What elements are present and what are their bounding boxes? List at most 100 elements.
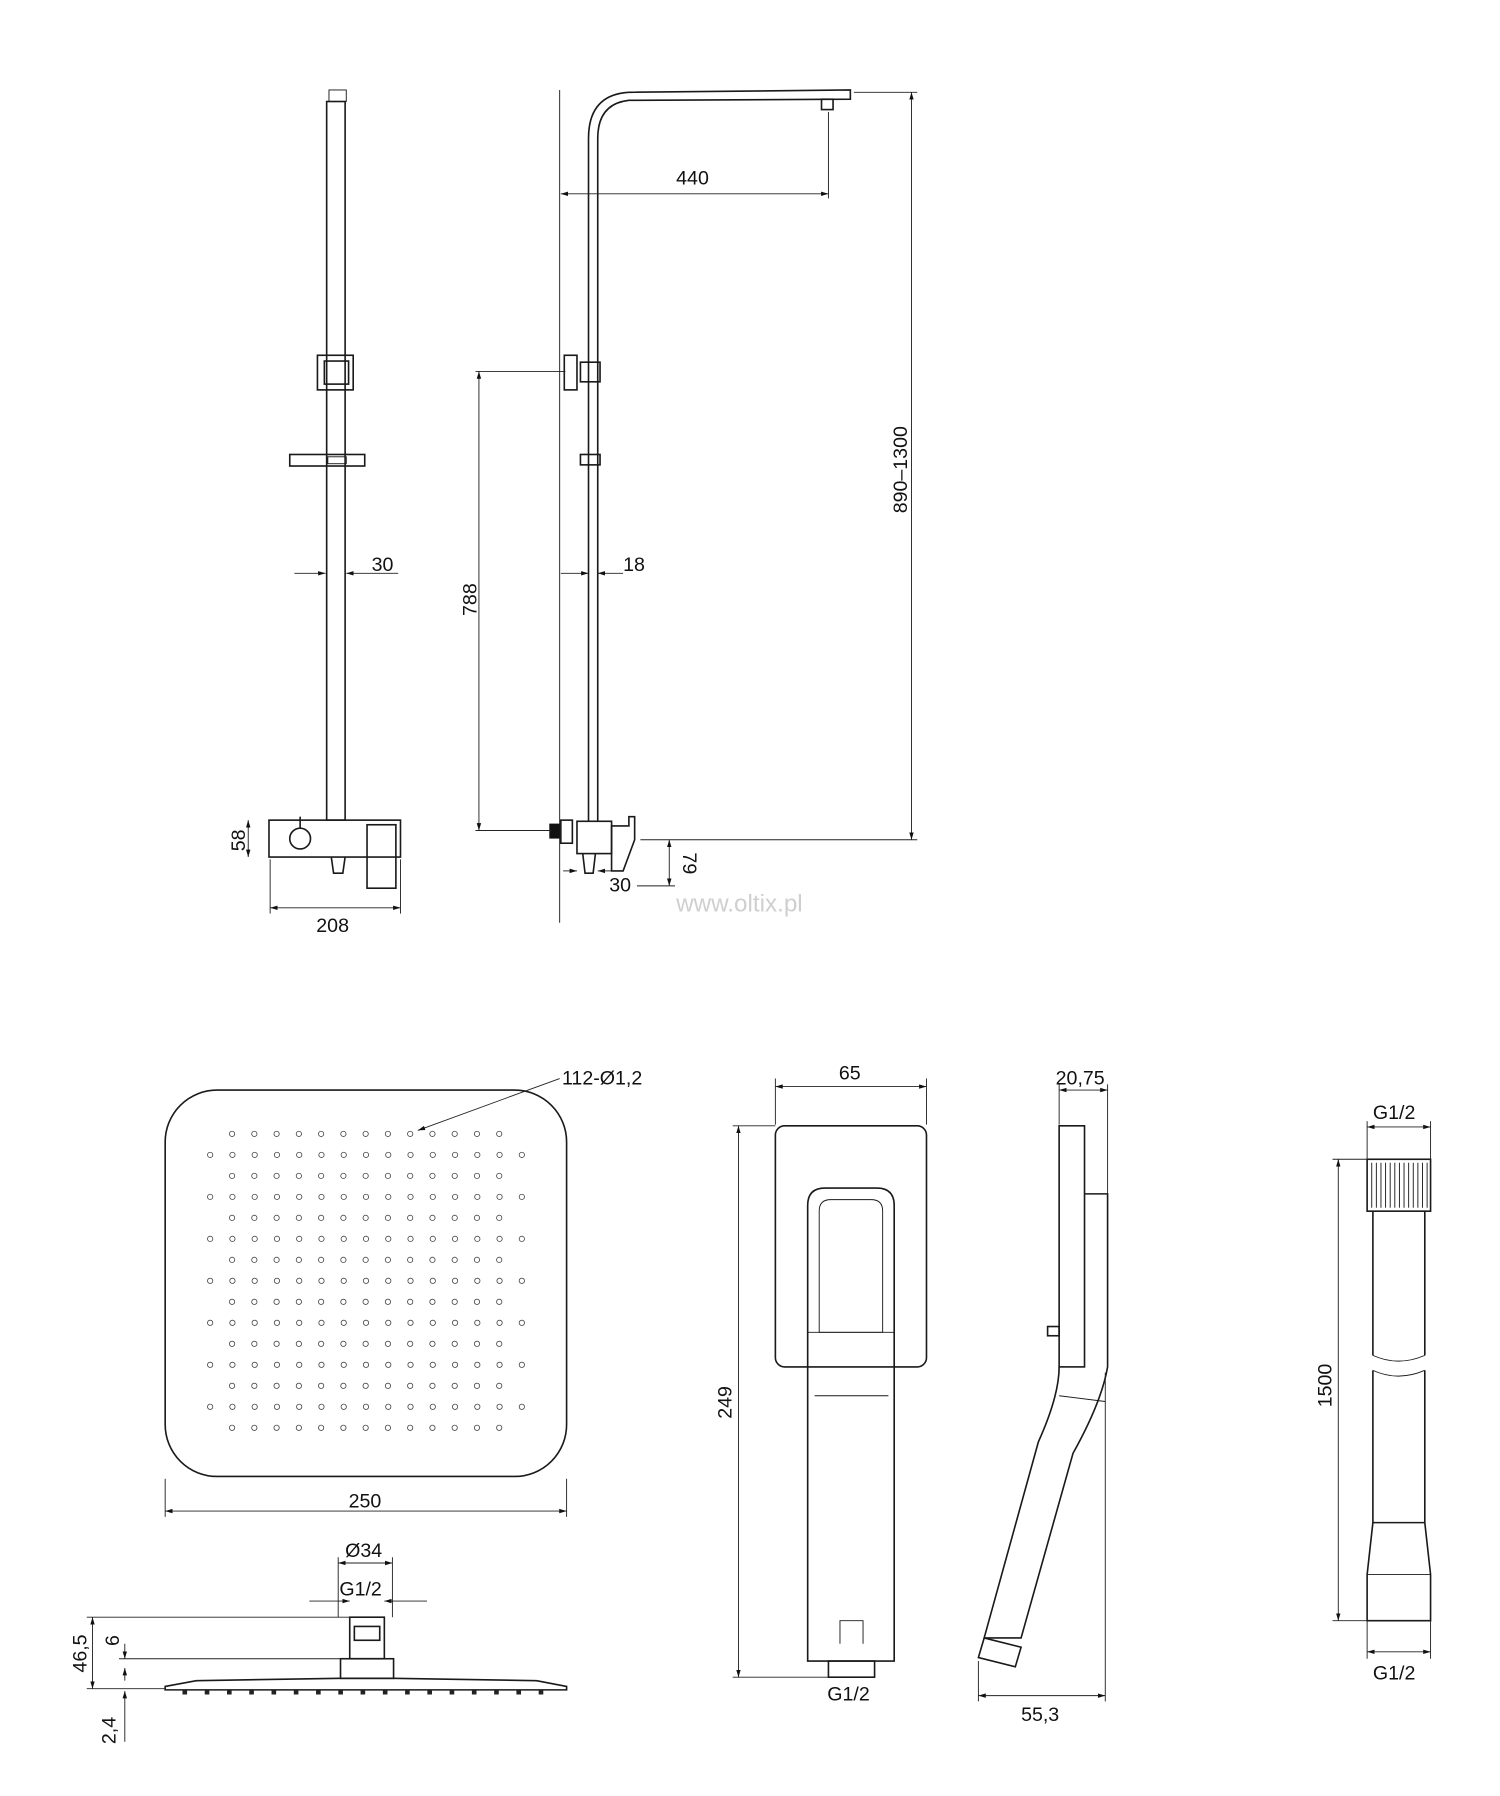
nozzle-dot — [474, 1151, 481, 1158]
nozzle-dot — [474, 1403, 481, 1410]
nozzle-dot — [207, 1277, 214, 1284]
dim-pipe-diameter: 18 — [623, 554, 645, 576]
nozzle-dot — [273, 1193, 281, 1200]
nozzle-dot — [496, 1130, 503, 1137]
dim-side-depth: 55,3 — [1021, 1704, 1059, 1726]
nozzle-dot — [229, 1319, 236, 1326]
nozzle-dot — [273, 1235, 281, 1242]
nozzle-dot — [407, 1298, 414, 1305]
dim-hose-length: 1500 — [1314, 1364, 1336, 1408]
side-button — [1046, 1325, 1060, 1337]
nozzle-dot — [429, 1130, 436, 1137]
dim-mixer-height: 58 — [228, 829, 250, 851]
nozzle-dot — [496, 1361, 503, 1368]
nozzle-dot — [407, 1319, 414, 1326]
nozzle-dot — [251, 1361, 258, 1368]
nozzle-dot — [429, 1277, 436, 1284]
nozzle-dot — [429, 1256, 436, 1263]
nozzle-tip — [249, 1689, 254, 1695]
nozzle-dot — [451, 1361, 459, 1368]
side-mixer-handle — [610, 815, 636, 872]
nozzle-dot — [385, 1151, 392, 1158]
nozzle-dot — [429, 1151, 436, 1158]
nozzle-dot — [340, 1319, 347, 1326]
nozzle-tip — [360, 1689, 366, 1695]
nozzle-dot — [296, 1403, 303, 1410]
shower-hose: G1/2 1500 G1/2 — [1314, 1102, 1432, 1684]
nozzle-dot — [340, 1298, 347, 1305]
nozzle-dot — [229, 1424, 236, 1431]
nozzle-tip — [538, 1689, 544, 1695]
nozzle-dot — [496, 1319, 503, 1326]
nozzle-dot — [295, 1340, 302, 1347]
nozzle-dot — [229, 1403, 236, 1410]
nozzle-dot — [229, 1235, 236, 1242]
nozzle-dot — [318, 1298, 325, 1305]
nozzle-tip — [182, 1689, 188, 1695]
nozzle-dot — [407, 1340, 414, 1347]
nozzle-dot — [362, 1130, 369, 1137]
nozzle-dot — [496, 1298, 503, 1305]
nozzle-dot — [207, 1403, 214, 1410]
nozzle-tip — [471, 1689, 477, 1695]
dim-mixer-width: 208 — [316, 915, 349, 937]
handshower-holder — [288, 453, 366, 467]
nozzle-dot — [384, 1214, 391, 1221]
nozzle-tip — [227, 1689, 232, 1695]
nozzle-dot — [251, 1319, 258, 1326]
nozzle-dot — [385, 1361, 392, 1368]
nozzle-dot — [429, 1298, 436, 1305]
hand-shower-holder-plate — [774, 1125, 928, 1368]
nozzle-dot — [295, 1298, 302, 1305]
dim-hand-length: 249 — [715, 1386, 737, 1419]
slide-bar — [325, 100, 346, 821]
nozzle-dot — [318, 1403, 325, 1410]
side-holder — [579, 453, 601, 466]
nozzle-dot — [318, 1277, 325, 1284]
nozzle-dot — [296, 1361, 303, 1368]
side-bracket-clamp — [579, 361, 601, 383]
connector-nut — [339, 1657, 395, 1680]
dim-mixer-depth: 30 — [609, 875, 631, 897]
nozzle-dot — [318, 1340, 325, 1347]
nozzle-dot — [407, 1235, 414, 1242]
nozzle-dot — [251, 1298, 258, 1305]
nozzle-dot — [251, 1235, 258, 1242]
side-nozzles — [182, 1689, 544, 1695]
nozzle-dot — [229, 1214, 236, 1221]
nozzle-dot — [229, 1361, 236, 1368]
nozzle-dot — [362, 1277, 370, 1284]
nozzle-dot — [407, 1361, 414, 1368]
nozzle-dot — [273, 1340, 280, 1347]
nozzle-dot — [362, 1361, 370, 1368]
hand-thread-label: G1/2 — [827, 1683, 869, 1705]
nozzle-dot — [429, 1235, 436, 1242]
nozzle-dot — [451, 1130, 458, 1137]
nozzle-tip — [516, 1689, 522, 1695]
nozzle-dot — [496, 1403, 503, 1410]
nozzle-dot — [429, 1340, 436, 1347]
nozzle-dot — [229, 1256, 236, 1263]
nozzle-dot — [385, 1277, 392, 1284]
nozzle-dot — [340, 1235, 347, 1242]
nozzle-dot — [384, 1172, 391, 1179]
dim-connector-diameter: Ø34 — [345, 1540, 382, 1562]
nozzle-dot — [251, 1151, 258, 1158]
nozzle-dot — [295, 1382, 302, 1389]
nozzle-dot — [384, 1340, 391, 1347]
nozzle-dot — [340, 1277, 347, 1284]
nozzle-dot — [451, 1424, 458, 1431]
nozzle-dot — [273, 1382, 280, 1389]
nozzle-dot — [273, 1130, 280, 1137]
nozzle-tip — [293, 1689, 299, 1695]
nozzle-dot — [229, 1277, 236, 1284]
dim-bar-width: 30 — [372, 554, 394, 576]
nozzle-dot — [474, 1193, 481, 1200]
nozzle-dot — [407, 1277, 414, 1284]
nozzle-dot — [429, 1403, 436, 1410]
nozzle-dot — [429, 1382, 436, 1389]
nozzle-dot — [340, 1193, 347, 1200]
nozzle-dot — [362, 1214, 369, 1221]
nozzle-dot — [251, 1130, 258, 1137]
